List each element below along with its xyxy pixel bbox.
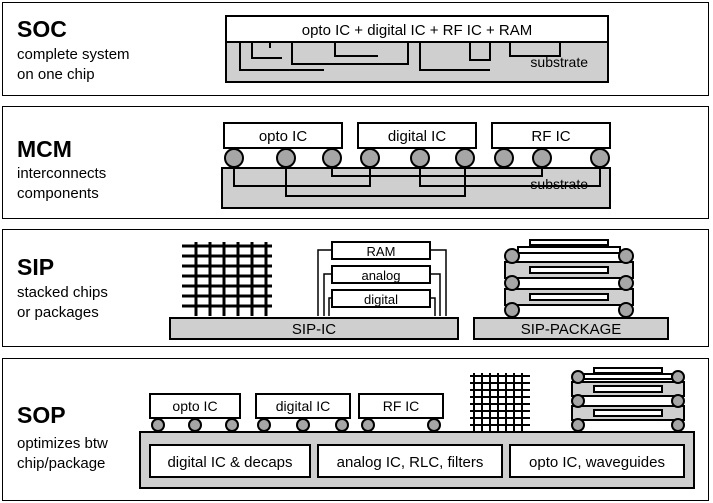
soc-substrate-label: substrate [530,54,588,70]
mcm-chip-label: RF IC [531,128,570,145]
panel-desc-line: chip/package [17,455,106,472]
mcm-chip-box [491,122,611,149]
sop-chip-box [358,393,444,419]
panel-title: SOP [17,402,66,428]
mcm-chip-label: digital IC [388,128,447,145]
panel-description: optimizes btw chip/package [17,434,187,474]
panel-desc-line: interconnects [17,165,107,182]
sip-ic-label: SIP-IC [292,321,336,338]
panel-desc-line: stacked chips [17,284,108,301]
mcm-chip-label: opto IC [259,128,308,145]
sip-package-base [473,317,669,340]
sop-chip-box [255,393,351,419]
sip-stack-die [331,265,431,284]
sip-package-stack [504,239,634,318]
sop-chip-label: opto IC [172,398,217,414]
sop-chip-box [149,393,241,419]
soc-chip [225,15,609,43]
sip-stack-die [331,241,431,260]
sop-chip-label: digital IC [276,398,330,414]
panel-desc-line: on one chip [17,66,95,83]
sop-region-box [149,444,311,478]
sop-die-stack-grid [470,373,530,431]
sop-region-label: opto IC, waveguides [529,454,665,471]
sip-stack-label: digital [364,292,398,307]
soc-diagram: opto IC + digital IC + RF IC + RAM subst… [225,15,609,83]
sop-chip-label: RF IC [383,398,420,414]
mcm-bumps [224,148,610,168]
sip-stack-die [331,289,431,308]
panel-title: SOC [17,16,67,42]
panel-desc-line: or packages [17,304,99,321]
panel-title: MCM [17,136,72,162]
sip-stack-label: analog [361,268,400,283]
panel-desc-line: components [17,185,99,202]
sop-package-stack [571,367,685,432]
sip-diagram: SIP-IC [169,239,669,340]
sop-region-box [317,444,503,478]
panel-desc-line: optimizes btw [17,435,108,452]
mcm-chip-box [357,122,477,149]
panel-description: complete system on one chip [17,45,187,85]
sop-diagram: digital IC & decaps analog IC, RLC, filt… [139,367,695,489]
panel-title: SIP [17,254,55,280]
mcm-diagram: opto IC digital IC RF IC substrate [221,122,611,209]
sip-wire-bonds [317,249,447,316]
mcm-substrate-label: substrate [530,176,588,192]
sip-ic-base [169,317,459,340]
sip-stack-label: RAM [367,244,396,259]
sip-die-stack-grid [182,242,272,316]
sop-region-label: analog IC, RLC, filters [337,454,484,471]
sop-bumps [151,418,441,432]
sip-package-label: SIP-PACKAGE [521,321,622,338]
panel-description: stacked chips or packages [17,283,187,323]
soc-interconnects [239,42,561,71]
sop-region-box [509,444,685,478]
mcm-chip-box [223,122,343,149]
soc-chip-label: opto IC + digital IC + RF IC + RAM [302,22,533,39]
sop-region-label: digital IC & decaps [167,454,292,471]
panel-desc-line: complete system [17,46,130,63]
panel-description: interconnects components [17,164,187,204]
